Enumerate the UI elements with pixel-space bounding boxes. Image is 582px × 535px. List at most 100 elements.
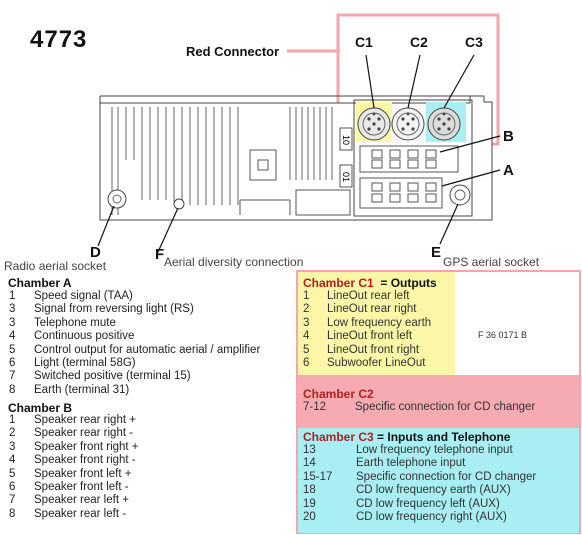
pin-number: 4: [9, 454, 16, 467]
pin-number: 4: [303, 330, 310, 343]
c2-connector: [391, 107, 425, 141]
pin-number: 13: [303, 444, 316, 456]
pin-description: Telephone mute: [34, 316, 116, 329]
pin-number: 18: [303, 484, 316, 497]
list-item: 6 Speaker front left -: [9, 481, 279, 494]
list-item: 4 Speaker front right -: [9, 454, 279, 467]
pin-description: Speaker rear right -: [34, 427, 134, 440]
pin-description: Speaker front right +: [34, 440, 139, 453]
letter-d: D: [90, 244, 101, 261]
pin-number: 3: [9, 440, 16, 453]
list-item: 4 LineOut front left: [303, 330, 573, 343]
radio-unit-diagram: 10 01: [97, 13, 501, 253]
pin-number: 6: [9, 481, 16, 493]
pin-description: LineOut rear right: [327, 303, 417, 316]
c3-cyan-bg: [298, 428, 579, 533]
list-item: 19 CD low frequency left (AUX): [303, 498, 573, 511]
model-code: 4773: [30, 26, 88, 53]
list-item: 5 Speaker front left +: [9, 468, 279, 481]
pin-number: 5: [9, 343, 16, 356]
list-item: 13 Low frequency telephone input: [303, 444, 573, 457]
pin-number: 3: [9, 303, 16, 316]
pin-description: LineOut rear left: [327, 290, 410, 302]
label-01: 01: [341, 172, 351, 182]
chamber-a-block: [359, 177, 443, 209]
list-item: 7-12 Specific connection for CD changer: [303, 401, 573, 414]
list-item: 7 Speaker rear left +: [9, 494, 279, 507]
pin-description: CD low frequency right (AUX): [356, 511, 507, 523]
pin-number: 8: [9, 383, 16, 396]
pointer-lines: [97, 54, 501, 253]
list-item: 2 Speaker rear right -: [9, 427, 279, 440]
list-item: 5 Control output for automatic aerial / a…: [9, 344, 279, 357]
pin-description: Speaker front left -: [34, 481, 129, 493]
pin-description: Speed signal (TAA): [34, 290, 133, 302]
list-item: 14 Earth telephone input: [303, 457, 573, 470]
label-10: 10: [341, 135, 351, 145]
pin-description: LineOut front left: [327, 330, 413, 343]
letter-a: A: [503, 162, 514, 179]
pin-description: Control output for automatic aerial / am…: [34, 343, 261, 356]
pin-number: 6: [9, 357, 16, 369]
pin-number: 19: [303, 497, 316, 510]
pin-number: 1: [9, 290, 16, 302]
chamber-a-title: Chamber A: [8, 276, 72, 290]
letter-f: F: [155, 246, 165, 263]
aerial-diversity-caption: Aerial diversity connection: [164, 255, 304, 269]
pin-description: Low frequency telephone input: [356, 444, 513, 456]
pin-number: 3: [303, 316, 310, 329]
pin-number: 1: [9, 414, 16, 426]
list-item: 15-17 Specific connection for CD changer: [303, 471, 573, 484]
list-item: 3 Signal from reversing light (RS): [9, 303, 279, 316]
list-item: 20 CD low frequency right (AUX): [303, 511, 573, 524]
c1-label: C1: [355, 34, 373, 50]
pin-description: Speaker front left +: [34, 467, 132, 480]
pin-description: Earth telephone input: [356, 457, 466, 470]
pin-description: LineOut front right: [327, 343, 420, 356]
radio-aerial-caption: Radio aerial socket: [4, 259, 107, 273]
pin-number: 2: [303, 303, 310, 316]
pin-number: 1: [303, 290, 310, 302]
list-item: 3 Speaker front right +: [9, 441, 279, 454]
pin-number: 2: [9, 427, 16, 440]
chamber-b-title: Chamber B: [8, 401, 73, 415]
pin-number: 7: [9, 494, 16, 507]
pin-number: 20: [303, 511, 316, 523]
letter-b: B: [503, 128, 514, 145]
pin-description: Light (terminal 58G): [34, 357, 136, 369]
pin-number: 14: [303, 457, 316, 470]
gps-aerial-caption: GPS aerial socket: [443, 255, 540, 269]
pin-description: Subwoofer LineOut: [327, 357, 426, 369]
list-item: 1 Speed signal (TAA): [9, 290, 279, 303]
pin-description: Specific connection for CD changer: [356, 470, 537, 483]
c1-yellow-bg: [298, 272, 455, 375]
pin-description: Specific connection for CD changer: [355, 401, 536, 413]
chamber-c3-title: Chamber C3 = Inputs and Telephone: [303, 430, 511, 444]
c1-connector: [357, 107, 391, 141]
connector-housing: [353, 99, 473, 217]
list-item: 8 Earth (terminal 31): [9, 384, 279, 397]
list-item: 2 LineOut rear right: [303, 303, 573, 316]
pin-description: CD low frequency left (AUX): [356, 497, 500, 510]
pin-number: 5: [9, 467, 16, 480]
letter-e: E: [431, 244, 442, 261]
pin-description: Earth (terminal 31): [34, 383, 130, 396]
list-item: 6 Light (terminal 58G): [9, 357, 279, 370]
pin-description: Low frequency earth: [327, 316, 432, 329]
pin-number: 15-17: [303, 470, 333, 483]
pin-description: Speaker front right -: [34, 454, 136, 467]
pin-description: Continuous positive: [34, 330, 135, 343]
chamber-c1-title: Chamber C1 = Outputs: [303, 276, 437, 290]
pin-description: Signal from reversing light (RS): [34, 303, 194, 316]
list-item: 3 Low frequency earth: [303, 317, 573, 330]
c3-connector: [427, 107, 461, 141]
pin-number: 7: [9, 370, 16, 383]
pin-number: 7-12: [303, 401, 327, 413]
red-connector-label: Red Connector: [186, 44, 280, 59]
pin-description: Speaker rear right +: [34, 414, 136, 426]
pin-description: Speaker rear left +: [34, 494, 129, 507]
